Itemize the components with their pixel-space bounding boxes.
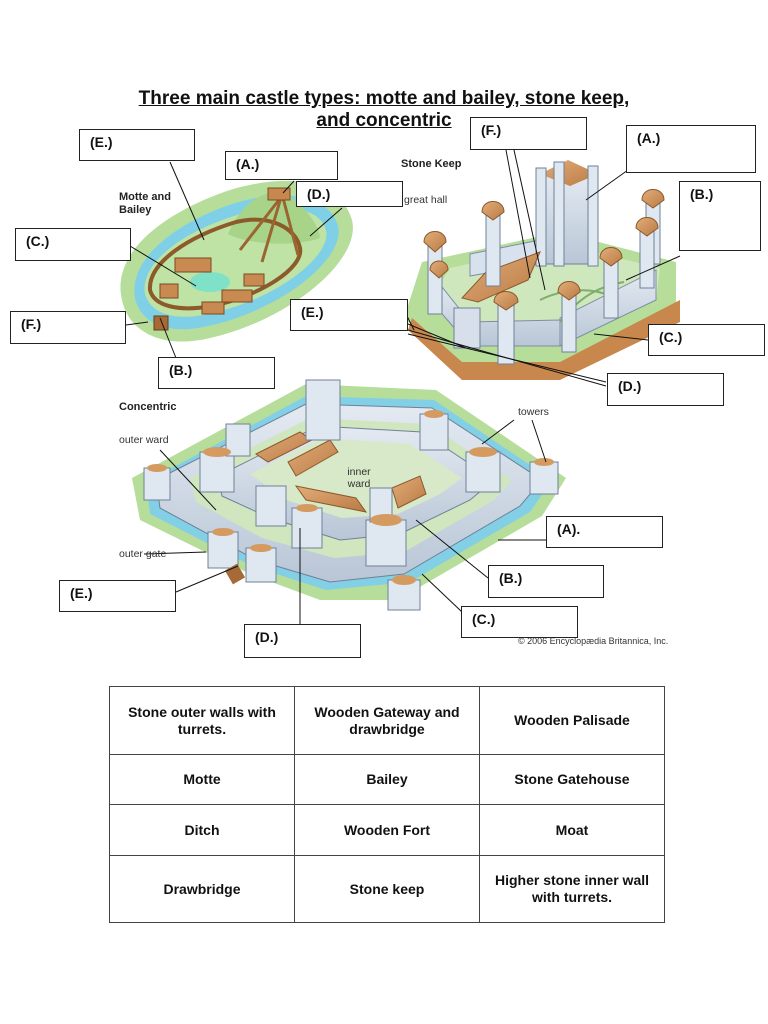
answer-box-sk-f[interactable]: (F.) xyxy=(470,117,587,150)
word-bank-cell: Stone outer walls with turrets. xyxy=(109,686,295,755)
table-row: Ditch Wooden Fort Moat xyxy=(109,804,665,856)
word-bank-cell: Higher stone inner wall with turrets. xyxy=(479,855,665,923)
answer-box-cc-d[interactable]: (D.) xyxy=(244,624,361,658)
word-bank-cell: Ditch xyxy=(109,804,295,856)
answer-box-cc-e[interactable]: (E.) xyxy=(59,580,176,612)
outer-ward-label: outer ward xyxy=(119,434,169,446)
stone-keep-label: Stone Keep xyxy=(401,158,462,170)
word-bank-cell: Bailey xyxy=(294,754,480,805)
answer-box-sk-c[interactable]: (C.) xyxy=(648,324,765,356)
title-line-2: and concentric xyxy=(316,110,452,131)
word-bank-cell: Wooden Gateway and drawbridge xyxy=(294,686,480,755)
word-bank-cell: Stone keep xyxy=(294,855,480,923)
answer-box-mb-b[interactable]: (B.) xyxy=(158,357,275,389)
answer-box-cc-b[interactable]: (B.) xyxy=(488,565,604,598)
concentric-illustration xyxy=(132,379,566,611)
answer-box-cc-a[interactable]: (A). xyxy=(546,516,663,548)
towers-label: towers xyxy=(518,406,549,418)
title-line-1: Three main castle types: motte and baile… xyxy=(138,88,630,109)
castle-illustrations xyxy=(120,149,681,624)
word-bank-table: Stone outer walls with turrets. Wooden G… xyxy=(109,686,665,923)
answer-box-cc-c[interactable]: (C.) xyxy=(461,606,578,638)
answer-box-mb-c[interactable]: (C.) xyxy=(15,228,131,261)
answer-box-mb-e[interactable]: (E.) xyxy=(79,129,195,161)
word-bank-cell: Motte xyxy=(109,754,295,805)
word-bank-cell: Moat xyxy=(479,804,665,856)
great-hall-label: great hall xyxy=(404,194,448,206)
answer-box-mb-a[interactable]: (A.) xyxy=(225,151,338,180)
stone-keep-illustration xyxy=(404,160,680,380)
answer-box-mb-f[interactable]: (F.) xyxy=(10,311,126,344)
worksheet-title: Three main castle types: motte and baile… xyxy=(0,88,768,132)
motte-and-bailey-label: Motte and Bailey xyxy=(119,191,171,216)
leader-lines xyxy=(125,149,681,624)
answer-box-mb-d[interactable]: (D.) xyxy=(296,181,403,207)
word-bank-cell: Drawbridge xyxy=(109,855,295,923)
word-bank-cell: Wooden Fort xyxy=(294,804,480,856)
answer-box-sk-b[interactable]: (B.) xyxy=(679,181,761,251)
answer-box-sk-a[interactable]: (A.) xyxy=(626,125,756,173)
answer-box-sk-e[interactable]: (E.) xyxy=(290,299,408,331)
word-bank-cell: Stone Gatehouse xyxy=(479,754,665,805)
copyright-text: © 2006 Encyclopædia Britannica, Inc. xyxy=(518,636,669,646)
inner-ward-label: inner ward xyxy=(347,466,371,490)
outer-gate-label: outer gate xyxy=(119,548,167,560)
table-row: Drawbridge Stone keep Higher stone inner… xyxy=(109,855,665,923)
motte-and-bailey-illustration xyxy=(120,180,353,342)
table-row: Motte Bailey Stone Gatehouse xyxy=(109,754,665,805)
concentric-label: Concentric xyxy=(119,401,177,413)
table-row: Stone outer walls with turrets. Wooden G… xyxy=(109,686,665,755)
answer-box-sk-d[interactable]: (D.) xyxy=(607,373,724,406)
word-bank-cell: Wooden Palisade xyxy=(479,686,665,755)
